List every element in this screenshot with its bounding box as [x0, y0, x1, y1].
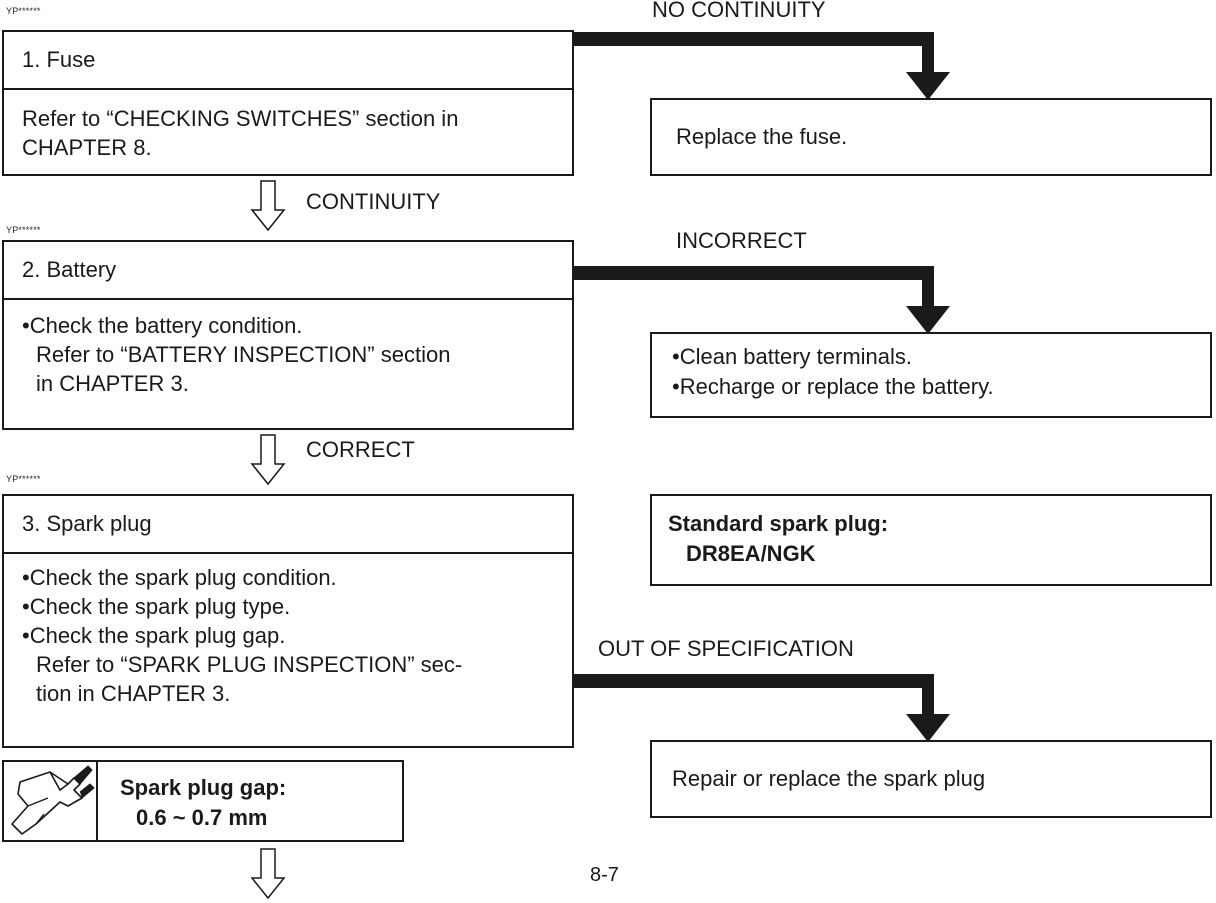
step-2-fail-action-2: •Recharge or replace the battery.: [672, 374, 994, 399]
step-1-body-line-2: CHAPTER 8.: [22, 135, 152, 160]
step-3-bullet-3-cont-2: tion in CHAPTER 3.: [36, 681, 231, 706]
step-1-pass-label: CONTINUITY: [306, 189, 441, 214]
step-2-bullet-1: •Check the battery condition.: [22, 313, 303, 338]
step-2-body: •Check the battery condition. Refer to “…: [4, 302, 572, 428]
step-3-bullet-1: •Check the spark plug condition.: [22, 565, 337, 590]
feeler-gauge-icon: [4, 762, 98, 840]
step-2-fail-arrow-icon: [574, 266, 950, 334]
step-2-bullet-1-cont-2: in CHAPTER 3.: [36, 371, 189, 396]
step-1-title: 1. Fuse: [4, 32, 572, 90]
step-3-fail-action: Repair or replace the spark plug: [672, 766, 986, 791]
step-3-bullet-2-text: Check the spark plug type.: [29, 594, 291, 619]
step-2-fail-action-1-text: Clean battery terminals.: [679, 344, 913, 369]
step-3-fail-label: OUT OF SPECIFICATION: [598, 636, 854, 661]
step-1-fail-action: Replace the fuse.: [676, 124, 848, 149]
step-3-fail-arrow-icon: [574, 674, 950, 742]
spec-box: Standard spark plug: DR8EA/NGK: [650, 494, 1212, 586]
step-3-bullet-3: •Check the spark plug gap.: [22, 623, 286, 648]
step-1-pass-arrow-icon: [250, 180, 286, 232]
step-3-bullet-3-text: Check the spark plug gap.: [29, 623, 286, 648]
step-2-title: 2. Battery: [4, 242, 572, 300]
step-2-fail-actions: •Clean battery terminals. •Recharge or r…: [672, 342, 994, 402]
step-2-bullet-1-text: Check the battery condition.: [29, 313, 303, 338]
page-number: 8-7: [590, 864, 619, 886]
step-3-body: •Check the spark plug condition. •Check …: [4, 556, 572, 746]
step-1-body: Refer to “CHECKING SWITCHES” section in …: [4, 92, 572, 174]
gap-spec-box: Spark plug gap: 0.6 ~ 0.7 mm: [2, 760, 404, 842]
step-2-fail-action-2-text: Recharge or replace the battery.: [679, 374, 994, 399]
step-3-pass-arrow-icon: [250, 848, 286, 900]
step-3-title: 3. Spark plug: [4, 496, 572, 554]
section-code: YP******: [6, 474, 41, 484]
step-3-bullet-2: •Check the spark plug type.: [22, 594, 291, 619]
step-2-pass-label: CORRECT: [306, 437, 415, 462]
step-2-pass-arrow-icon: [250, 434, 286, 486]
section-code: YP******: [6, 6, 41, 16]
step-1-body-line-1: Refer to “CHECKING SWITCHES” section in: [22, 106, 459, 131]
step-3-bullet-3-cont-1: Refer to “SPARK PLUG INSPECTION” sec-: [36, 652, 463, 677]
spec-title: Standard spark plug:: [668, 511, 889, 536]
step-3-bullet-1-text: Check the spark plug condition.: [29, 565, 337, 590]
section-code: YP******: [6, 225, 41, 235]
spec-value: DR8EA/NGK: [686, 541, 816, 566]
step-2-bullet-1-cont-1: Refer to “BATTERY INSPECTION” section: [36, 342, 451, 367]
gap-spec-title: Spark plug gap:: [120, 775, 287, 800]
step-3-fail-action-box: Repair or replace the spark plug: [650, 740, 1212, 818]
step-3-box: 3. Spark plug •Check the spark plug cond…: [2, 494, 574, 748]
step-1-fail-label: NO CONTINUITY: [652, 0, 826, 22]
step-1-fail-action-box: Replace the fuse.: [650, 98, 1212, 176]
step-1-box: 1. Fuse Refer to “CHECKING SWITCHES” sec…: [2, 30, 574, 176]
step-2-fail-action-box: •Clean battery terminals. •Recharge or r…: [650, 332, 1212, 418]
step-2-box: 2. Battery •Check the battery condition.…: [2, 240, 574, 430]
step-2-fail-action-1: •Clean battery terminals.: [672, 344, 913, 369]
step-2-fail-label: INCORRECT: [676, 228, 807, 253]
step-1-fail-arrow-icon: [574, 32, 950, 100]
gap-spec-value: 0.6 ~ 0.7 mm: [136, 805, 268, 830]
